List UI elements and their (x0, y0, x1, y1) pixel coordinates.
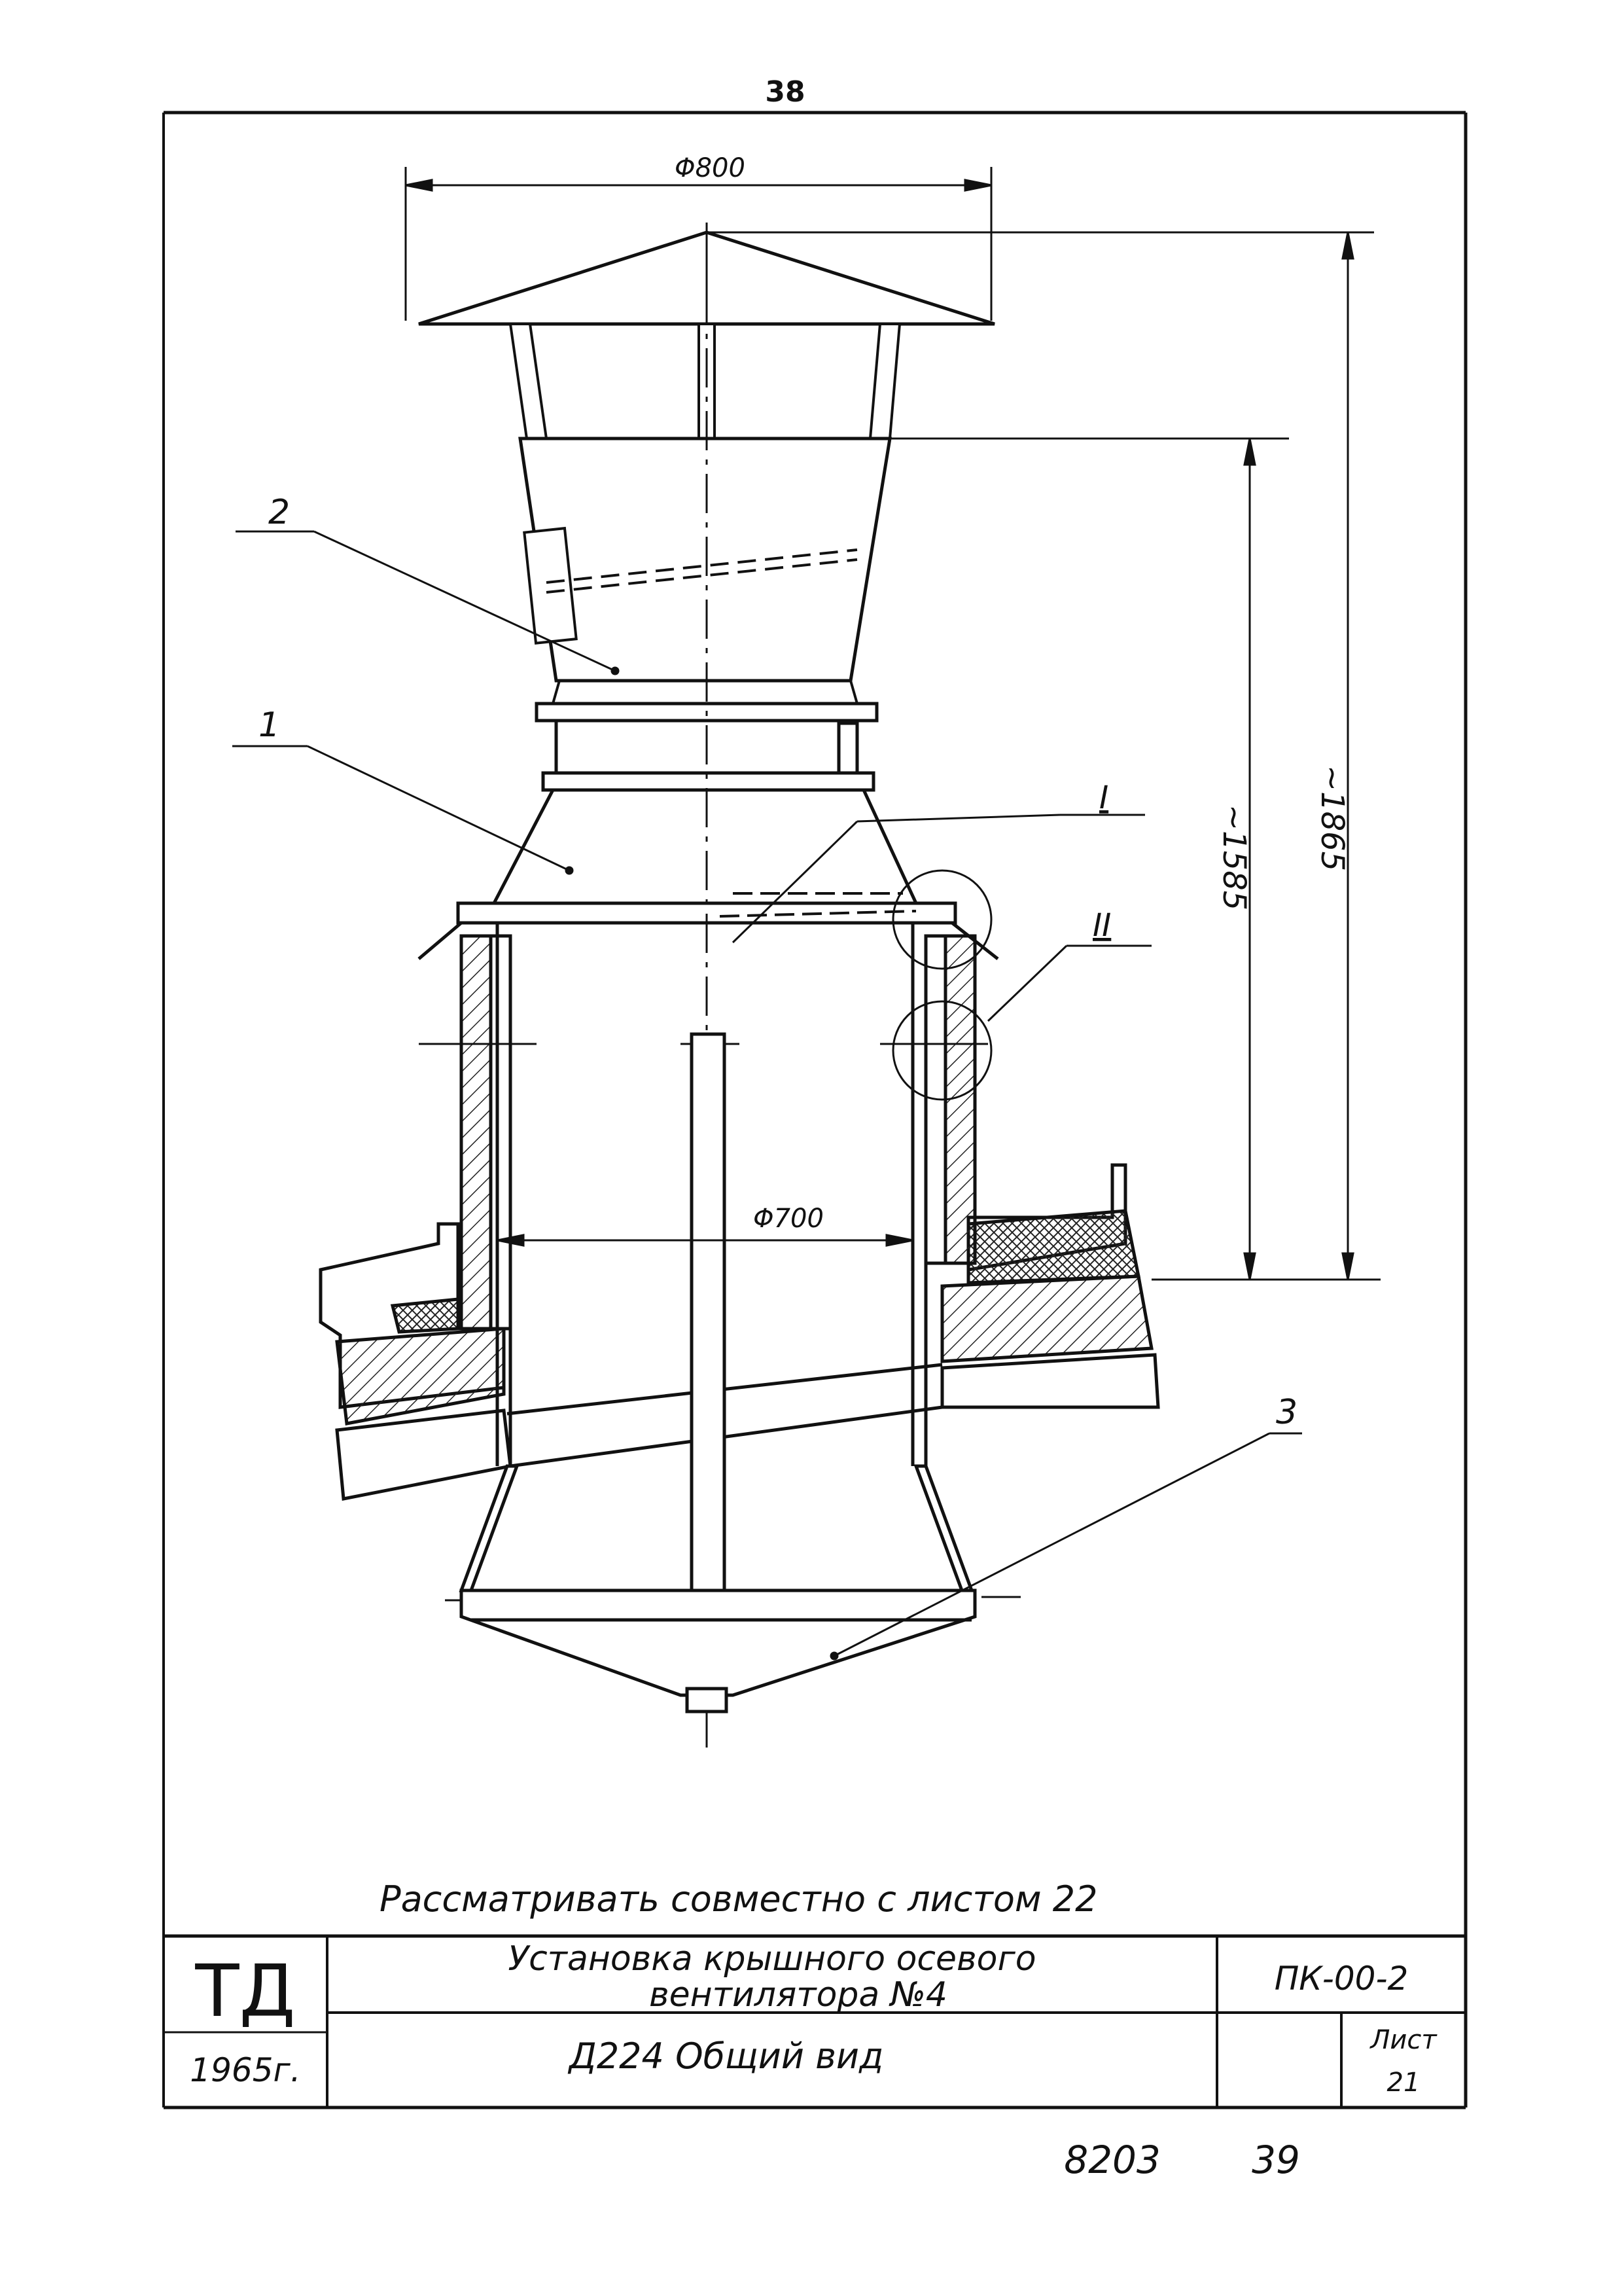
dimension-height-inner-label: ~1585 (1216, 804, 1252, 910)
title-org: ТД (194, 1949, 295, 2033)
drawing-note: Рассматривать совместно с листом 22 (380, 1878, 1097, 1920)
transition-cone (491, 788, 919, 905)
title-subtitle: Д224 Общий вид (568, 2036, 884, 2077)
dimension-top-diameter (404, 167, 993, 321)
dimension-height-total-label: ~1865 (1314, 765, 1350, 871)
callout-3: 3 (1276, 1393, 1297, 1432)
fan-neck (552, 680, 858, 704)
title-code: ПК-00-2 (1275, 1960, 1409, 1998)
title-sheet-number: 21 (1387, 2068, 1421, 2098)
hidden-lines (719, 892, 917, 918)
page-number: 38 (765, 75, 805, 109)
dimension-top-diameter-label: Φ800 (675, 153, 745, 183)
dimension-height-total (707, 231, 1381, 1281)
title-block (164, 1934, 1466, 2108)
damper-blade (523, 526, 858, 645)
title-year: 1965г. (190, 2051, 300, 2089)
roof-slab-right (940, 1163, 1160, 1409)
detail-circle-I (892, 869, 993, 970)
callout-leaders (232, 530, 1302, 1660)
curb-wall-left (459, 934, 512, 1331)
title-line-1: Установка крышного осевого (508, 1939, 1036, 1979)
callout-detail-II: II (1093, 907, 1111, 944)
fan-housing (535, 702, 879, 792)
dimension-pipe-diameter-label: Φ700 (753, 1204, 824, 1234)
detail-circle-II (892, 1000, 993, 1101)
detail-circles (892, 869, 993, 1101)
page-stamp: 39 (1252, 2138, 1300, 2182)
callout-detail-I: I (1099, 780, 1108, 816)
cap-supports (508, 323, 902, 440)
callout-2: 2 (268, 493, 290, 532)
fan-diffuser (518, 437, 892, 683)
archive-number: 8203 (1064, 2138, 1161, 2182)
dimension-pipe-diameter (497, 1234, 913, 1247)
inner-duct (495, 923, 928, 1466)
support-rod (690, 1032, 726, 1612)
title-line-2: вентилятора №4 (649, 1975, 947, 2015)
callout-1: 1 (258, 706, 280, 745)
sheet-frame (162, 111, 1468, 2109)
drip-tray (459, 1464, 977, 1744)
title-sheet-label: Лист (1369, 2025, 1438, 2055)
